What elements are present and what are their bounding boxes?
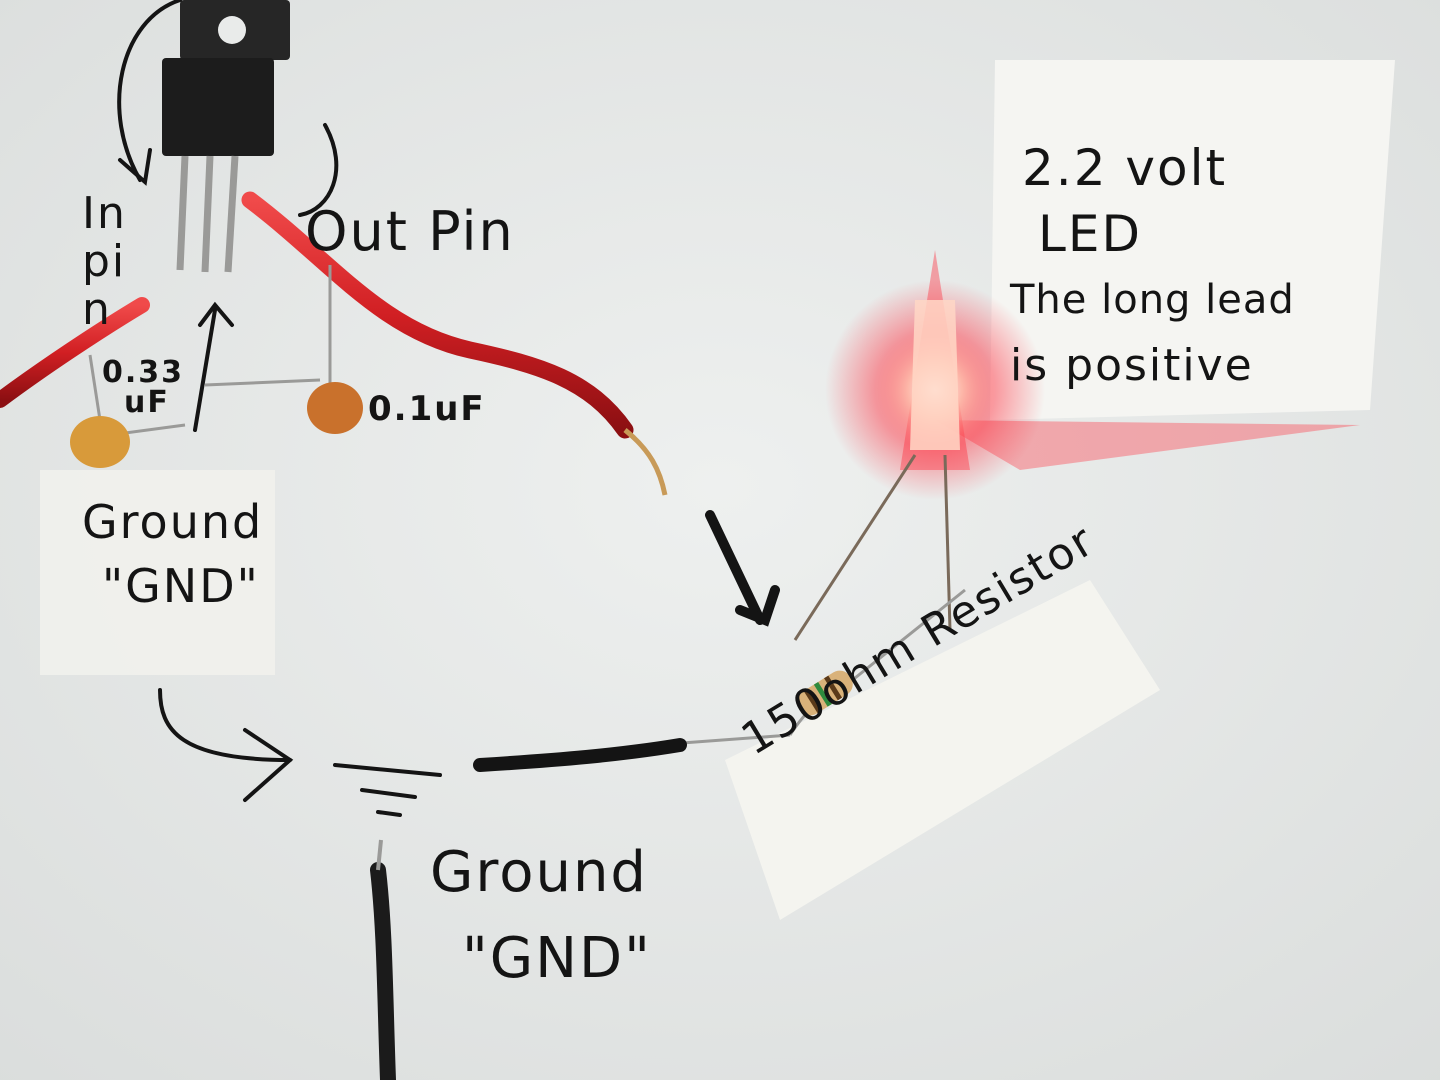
led-label-line4: is positive <box>1010 340 1254 391</box>
out-pin-label: Out Pin <box>305 200 515 263</box>
ground-label-paper-top <box>40 470 275 675</box>
cap-033-label: 0.33 uF <box>102 358 184 418</box>
ground-top-line1: Ground <box>82 495 264 549</box>
led-label-line1: 2.2 volt <box>1022 139 1228 197</box>
cap-033-label-line1: 0.33 <box>102 355 185 390</box>
in-pin-label: In pin <box>82 190 152 334</box>
ink-annotations <box>117 0 780 817</box>
red-wire-input <box>0 297 150 408</box>
resistor-label-paper <box>725 580 1160 920</box>
led-label: 2.2 volt LED The long lead is positive <box>1010 135 1295 399</box>
in-pin-label-text: In pin <box>82 188 127 335</box>
ground-top-line2: "GND" <box>102 559 260 613</box>
cap-033-label-line2: uF <box>124 385 170 420</box>
ground-bottom-line2: "GND" <box>462 926 652 991</box>
ground-bottom-label: Ground "GND" <box>430 830 652 1002</box>
ground-top-label: Ground "GND" <box>82 490 263 618</box>
cap-01-label: 0.1uF <box>368 389 486 429</box>
black-wire-ground <box>370 862 396 1080</box>
voltage-regulator <box>162 0 290 273</box>
red-wire-output <box>241 191 634 439</box>
ground-bottom-line1: Ground <box>430 840 648 905</box>
capacitor-033uf <box>70 354 186 468</box>
led-label-line3: The long lead <box>1010 277 1295 323</box>
led-label-line2: LED <box>1038 205 1142 263</box>
capacitor-01uf <box>204 265 363 434</box>
led-label-paper <box>990 60 1395 420</box>
